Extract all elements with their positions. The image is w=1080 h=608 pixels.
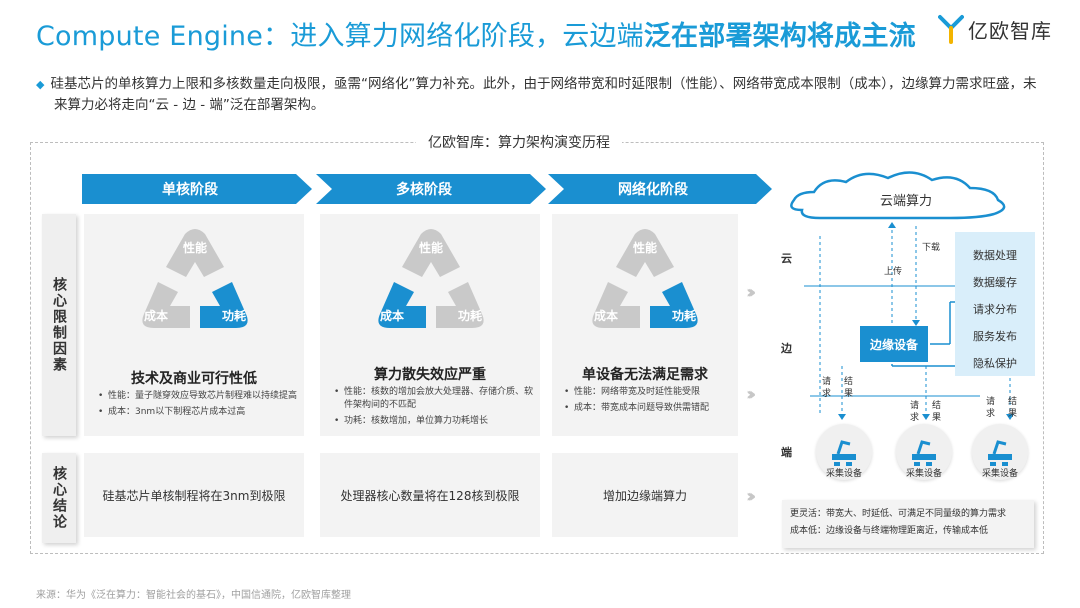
note-line: 成本低：边缘设备与终端物理距离近，传输成本低: [790, 526, 989, 536]
tri-seg-performance: [616, 229, 674, 277]
intro-bullet: ◆ 硅基芯片的单核算力上限和多核数量走向极限，亟需“网络化”算力补充。此外，由于网…: [36, 74, 1046, 115]
tri-label-performance: 性能: [182, 240, 207, 255]
device-label: 采集设备: [825, 469, 862, 479]
tri-label-performance: 性能: [418, 240, 443, 255]
tier-label-end: 端: [781, 446, 792, 459]
logo-mark-icon: [938, 15, 964, 44]
device-label: 采集设备: [905, 469, 942, 479]
stage-arrow-network: 网络化阶段: [548, 174, 772, 204]
request-label: 请求: [910, 401, 920, 423]
triangle-cycle-icon: 性能 成本 功耗: [142, 229, 248, 328]
list-item: 性能：量子隧穿效应导致芯片制程难以持续提高: [96, 390, 300, 403]
factor-card-title: 算力散失效应严重: [374, 367, 486, 383]
stage-label: 多核阶段: [396, 182, 452, 198]
tri-label-power: 功耗: [222, 308, 246, 323]
service-item: 数据处理: [973, 249, 1017, 262]
tri-seg-power: [436, 282, 484, 328]
tri-label-cost: 成本: [594, 308, 618, 323]
source-note: 来源：华为《泛在算力：智能社会的基石》，中国信通院，亿欧智库整理: [36, 590, 351, 601]
tri-seg-power: [200, 282, 248, 328]
service-item: 隐私保护: [973, 357, 1017, 370]
factor-card-points: 性能：量子隧穿效应导致芯片制程难以持续提高 成本：3nm以下制程芯片成本过高: [96, 390, 300, 422]
chevron-right-icon: ›››: [746, 384, 757, 405]
tri-label-power: 功耗: [458, 308, 482, 323]
collection-device-3: [972, 424, 1028, 480]
service-item: 数据缓存: [973, 276, 1017, 289]
side-label-factors: 核心限制因素: [42, 214, 76, 436]
factor-card-points: 性能：网络带宽及时延性能受限 成本：带宽成本问题导致供需错配: [562, 386, 734, 418]
cloud-shape: [790, 171, 1006, 220]
tier-label-cloud: 云: [781, 252, 792, 265]
device-label: 采集设备: [981, 469, 1018, 479]
advantages-note: 更灵活：带宽大、时延低、可满足不同量级的算力需求 成本低：边缘设备与终端物理距离…: [782, 500, 1034, 548]
tri-seg-performance: [402, 229, 460, 277]
factor-card-network: 性能 成本 功耗 单设备无法满足需求 性能：网络带宽及时延性能受限 成本：带宽成…: [552, 214, 738, 436]
factor-card-single-core: 性能 成本 功耗 技术及商业可行性低 性能：量子隧穿效应导致芯片制程难以持续提高…: [84, 214, 304, 436]
diagram-title: 亿欧智库：算力架构演变历程: [416, 132, 622, 152]
cloud-edge-end-diagram: [790, 171, 1014, 420]
service-item: 服务发布: [973, 330, 1017, 343]
tri-label-cost: 成本: [144, 308, 168, 323]
collection-device-2: [896, 424, 952, 480]
result-label: 结果: [844, 377, 854, 399]
list-item: 性能：网络带宽及时延性能受限: [562, 386, 734, 399]
tri-seg-performance: [166, 229, 224, 277]
list-item: 成本：带宽成本问题导致供需错配: [562, 402, 734, 415]
tri-label-performance: 性能: [632, 240, 657, 255]
factor-card-title: 单设备无法满足需求: [582, 367, 708, 383]
service-item: 请求分布: [973, 303, 1017, 316]
result-label: 结果: [932, 401, 942, 423]
robot-arm-icon: [912, 440, 936, 466]
edge-device-box: 边缘设备: [860, 326, 928, 362]
robot-arm-icon: [988, 440, 1012, 466]
cloud-compute-label: 云端算力: [880, 194, 933, 209]
page-title-bold: 泛在部署架构将成主流: [643, 21, 916, 52]
upload-label: 上传: [884, 267, 903, 277]
list-item: 成本：3nm以下制程芯片成本过高: [96, 406, 300, 419]
request-label: 请求: [986, 397, 996, 419]
chevron-right-icon: ›››: [746, 282, 757, 303]
note-line: 更灵活：带宽大、时延低、可满足不同量级的算力需求: [790, 509, 1007, 519]
chevron-right-icon: ›››: [746, 486, 757, 507]
list-item: 性能：核数的增加会放大处理器、存储介质、软件架构间的不匹配: [332, 386, 536, 412]
tri-seg-cost: [592, 282, 640, 328]
diamond-bullet-icon: ◆: [36, 78, 45, 91]
list-item: 功耗：核数增加，单位算力功耗增长: [332, 415, 536, 428]
side-label-conclusion: 核心结论: [42, 453, 76, 543]
logo-text: 亿欧智库: [968, 18, 1052, 43]
tri-seg-power: [650, 282, 698, 328]
conclusion-single-core: 硅基芯片单核制程将在3nm到极限: [84, 453, 304, 537]
robot-arm-icon: [832, 440, 856, 466]
triangle-cycle-icon: 性能 成本 功耗: [378, 229, 484, 328]
collection-device-1: [816, 424, 872, 480]
stage-label: 网络化阶段: [618, 182, 688, 198]
intro-text: 硅基芯片的单核算力上限和多核数量走向极限，亟需“网络化”算力补充。此外，由于网络…: [50, 76, 1037, 113]
result-label: 结果: [1008, 397, 1018, 419]
tri-seg-cost: [378, 282, 426, 328]
edge-services-panel: 数据处理 数据缓存 请求分布 服务发布 隐私保护: [955, 232, 1035, 376]
factor-card-title: 技术及商业可行性低: [131, 371, 257, 387]
page-title-plain: Compute Engine：进入算力网络化阶段，云边端: [36, 21, 644, 52]
factor-card-multi-core: 性能 成本 功耗 算力散失效应严重 性能：核数的增加会放大处理器、存储介质、软件…: [320, 214, 540, 436]
download-label: 下载: [922, 243, 941, 253]
conclusion-multi-core: 处理器核心数量将在128核到极限: [320, 453, 540, 537]
factor-card-points: 性能：核数的增加会放大处理器、存储介质、软件架构间的不匹配 功耗：核数增加，单位…: [332, 386, 536, 431]
stage-label: 单核阶段: [162, 182, 218, 198]
page-title: Compute Engine：进入算力网络化阶段，云边端泛在部署架构将成主流: [36, 14, 916, 53]
request-label: 请求: [822, 377, 832, 399]
triangle-cycle-icon: 性能 成本 功耗: [592, 229, 698, 328]
brand-logo: 亿欧智库: [938, 14, 1052, 44]
stage-arrow-single-core: 单核阶段: [82, 174, 312, 204]
tier-label-edge: 边: [781, 342, 792, 355]
tri-seg-cost: [142, 282, 190, 328]
tri-label-cost: 成本: [380, 308, 404, 323]
stage-arrow-multi-core: 多核阶段: [316, 174, 546, 204]
conclusion-network: 增加边缘端算力: [552, 453, 738, 537]
tri-label-power: 功耗: [672, 308, 696, 323]
